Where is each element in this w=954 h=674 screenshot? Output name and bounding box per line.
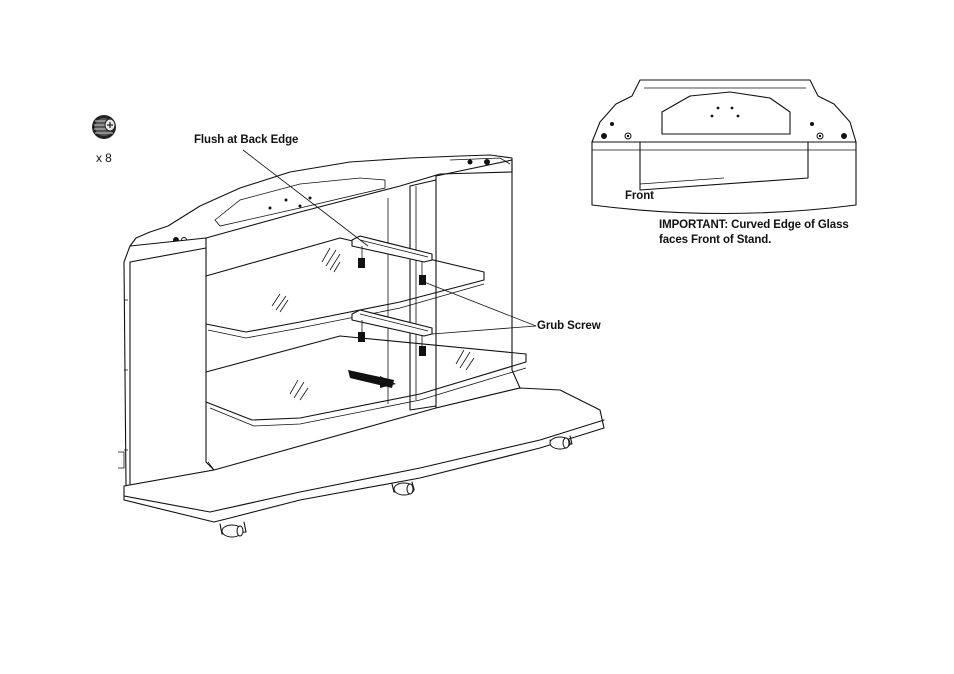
- caster-front-middle: [392, 482, 414, 495]
- grub-screw-2: [419, 275, 426, 285]
- grub-screw-4: [419, 346, 426, 356]
- screw-icon: [92, 115, 116, 139]
- important-note-line1: IMPORTANT: Curved Edge of Glass: [659, 219, 849, 231]
- tv-stand: [118, 150, 604, 537]
- insert-arrow-icon: [348, 370, 396, 388]
- grub-screw-3: [358, 332, 365, 342]
- important-note-line2: faces Front of Stand.: [659, 234, 771, 246]
- hardware-quantity-label: x 8: [96, 151, 112, 165]
- grub-screw-1: [358, 258, 365, 268]
- caster-front-left: [220, 522, 246, 537]
- front-label: Front: [625, 190, 654, 202]
- flush-at-back-edge-label: Flush at Back Edge: [194, 134, 298, 146]
- upper-glass-shelf: [206, 238, 484, 338]
- grub-screw-label: Grub Screw: [537, 320, 601, 332]
